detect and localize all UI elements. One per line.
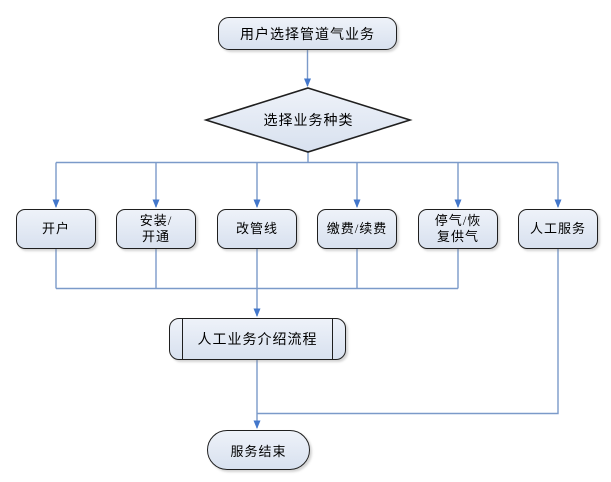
predefined-process-left-bar xyxy=(182,319,183,359)
node-start-select-pipeline-gas: 用户选择管道气业务 xyxy=(218,17,397,50)
node-gas-stop-restore: 停气/恢 复供气 xyxy=(418,209,498,249)
decision-diamond-shape xyxy=(203,87,413,153)
node-manual-service: 人工服务 xyxy=(518,209,598,249)
node-label: 改管线 xyxy=(235,220,278,236)
node-label: 缴费/续费 xyxy=(326,220,388,236)
node-label: 人工服务 xyxy=(529,220,586,236)
node-open-account: 开户 xyxy=(16,209,96,249)
node-payment-renewal: 缴费/续费 xyxy=(317,209,397,249)
node-label: 停气/恢 复供气 xyxy=(434,212,482,244)
predefined-process-right-bar xyxy=(332,319,333,359)
node-decision-select-business-type: 选择业务种类 xyxy=(207,88,410,152)
node-install-activate: 安装/ 开通 xyxy=(116,209,196,249)
node-manual-process-intro: 人工业务介绍流程 xyxy=(169,318,346,360)
node-label: 选择业务种类 xyxy=(263,114,354,129)
node-label: 开户 xyxy=(41,220,70,236)
node-change-pipeline: 改管线 xyxy=(217,209,297,249)
node-label: 服务结束 xyxy=(230,443,287,459)
node-label: 用户选择管道气业务 xyxy=(240,27,375,43)
node-label: 人工业务介绍流程 xyxy=(197,333,318,348)
node-label: 安装/ 开通 xyxy=(139,212,173,244)
connector-manual-service-bypass xyxy=(257,249,559,415)
node-service-end: 服务结束 xyxy=(207,430,310,470)
